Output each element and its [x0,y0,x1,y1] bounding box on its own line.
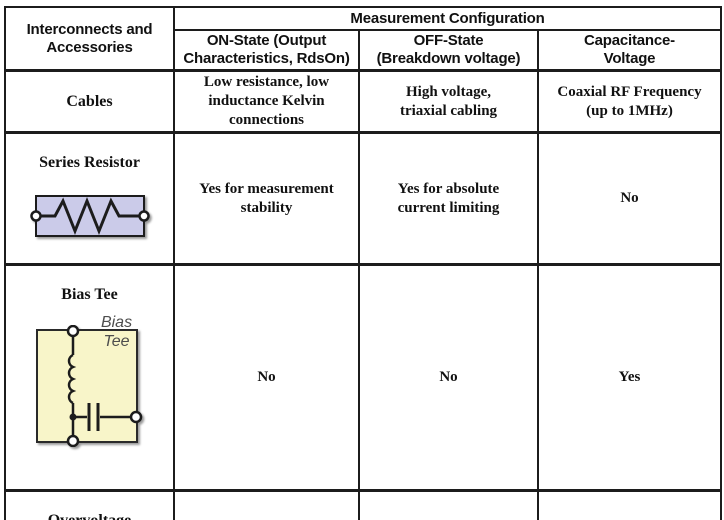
cell-biastee-off-state: No [358,263,539,492]
row-label-column-header: Interconnects and Accessories [4,6,175,72]
col-header-on-state: ON-State (Output Characteristics, RdsOn) [173,29,360,72]
row-label-bias-tee: Bias Tee [61,286,118,303]
cell-cables-off-state: High voltage, triaxial cabling [358,69,539,134]
cell-ovp-on-state: No [173,489,360,520]
measurement-config-table: Interconnects and Accessories Measuremen… [4,6,722,520]
cell-biastee-on-state: No [173,263,360,492]
row-label-overvoltage-protection: Overvoltage Protection Module [26,512,153,520]
row-header-bias-tee: Bias Tee [4,263,175,492]
bias-tee-schematic: Bias Tee [34,307,146,470]
bias-tee-icon [35,324,142,448]
cell-cables-cv: Coaxial RF Frequency (up to 1MHz) [537,69,722,134]
cell-resistor-off-state: Yes for absolute current limiting [358,131,539,266]
cell-biastee-cv: Yes [537,263,722,492]
cell-ovp-cv: Yes [537,489,722,520]
resistor-icon [29,195,150,237]
col-header-capacitance-voltage: Capacitance- Voltage [537,29,722,72]
row-header-series-resistor: Series Resistor [4,131,175,266]
group-header-measurement-configuration: Measurement Configuration [173,6,722,31]
bias-tee-diagram-label: Bias Tee [100,314,133,350]
cell-ovp-off-state: Yes [358,489,539,520]
row-label-cables: Cables [4,69,175,134]
row-header-overvoltage-protection: Overvoltage Protection Module [4,489,175,520]
col-header-off-state: OFF-State (Breakdown voltage) [358,29,539,72]
cell-resistor-on-state: Yes for measurement stability [173,131,360,266]
series-resistor-schematic [29,175,151,244]
cell-cables-on-state: Low resistance, low inductance Kelvin co… [173,69,360,134]
row-label-series-resistor: Series Resistor [39,154,140,171]
cell-resistor-cv: No [537,131,722,266]
